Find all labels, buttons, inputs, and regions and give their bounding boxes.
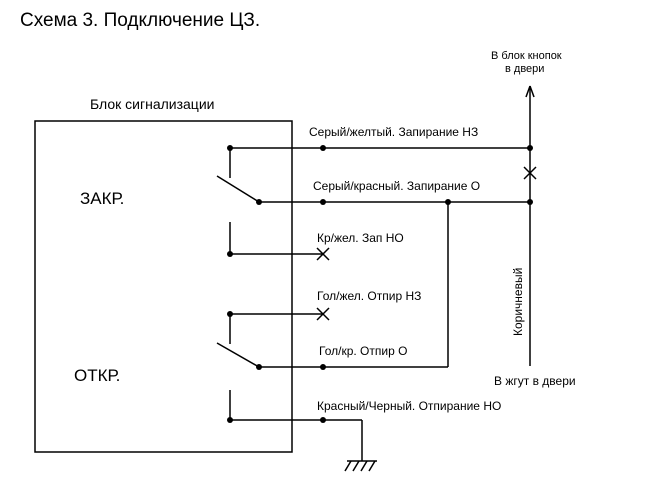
brown-wire-label: Коричневый [511,268,525,336]
wire-label-red-yellow: Кр/жел. Зап НО [317,231,404,245]
wire-blue-red: Гол/кр. Отпир О [259,202,449,370]
close-relay-label: ЗАКР. [80,189,124,208]
wire-label-red-black: Красный/Черный. Отпирание НО [317,399,501,413]
door-harness-label: В жгут в двери [494,374,576,388]
open-relay [216,311,262,423]
wire-label-blue-yellow: Гол/жел. Отпир НЗ [317,289,421,303]
wire-label-gray-yellow: Серый/желтый. Запирание НЗ [309,125,478,139]
alarm-unit-box [34,120,293,453]
ground-icon [344,420,377,472]
door-buttons-label-line1: В блок кнопок [491,50,562,62]
wire-red-yellow: Кр/жел. Зап НО [230,231,404,261]
diagram-title: Схема 3. Подключение ЦЗ. [20,10,260,31]
open-relay-label: ОТКР. [74,366,120,385]
door-buttons-label-line2: в двери [505,63,544,75]
wire-label-gray-red: Серый/красный. Запирание О [313,179,480,193]
close-relay [216,145,262,257]
wire-red-black: Красный/Черный. Отпирание НО [230,399,501,423]
wire-gray-red: Серый/красный. Запирание О [259,179,533,205]
block-label: Блок сигнализации [90,96,214,112]
wire-blue-yellow: Гол/жел. Отпир НЗ [230,289,421,321]
wire-brown-door [523,85,537,366]
wire-label-blue-red: Гол/кр. Отпир О [319,344,407,358]
wire-gray-yellow: Серый/желтый. Запирание НЗ [230,125,533,151]
